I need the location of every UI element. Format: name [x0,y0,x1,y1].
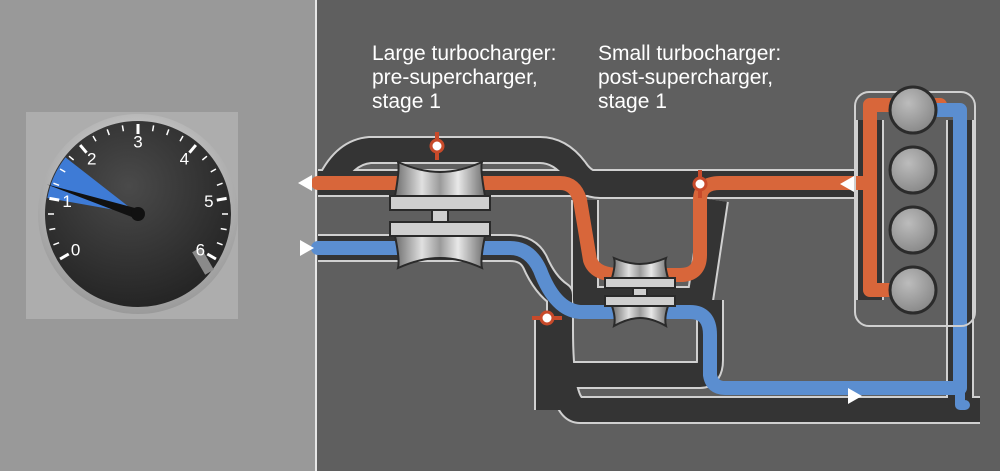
white-triangle-arrow-icon [840,176,854,192]
gauge-tick-mark [49,227,56,231]
large-compressor-housing [393,235,487,270]
gauge-tick-label: 6 [196,241,205,260]
gauge-boost-zone [47,157,138,214]
gauge-tick-mark [210,168,217,173]
flow-arrows [298,175,862,404]
gauge-tick-label: 1 [62,192,71,211]
gauge-zone [47,157,138,214]
white-triangle-arrow-icon [300,240,314,256]
gauge-tick-mark [53,182,60,186]
large-turbo-shaft [431,209,449,223]
intake-flow-line [311,103,970,410]
boost-gauge: 0 1 2 3 4 5 6 [26,112,238,319]
gauge-tick-mark [92,135,97,142]
large-turbocharger [389,160,491,270]
caption-line: stage 1 [598,90,667,113]
gauge-tick-mark [79,144,88,154]
gauge-tick-label: 2 [87,149,96,168]
gauge-tick-mark [49,196,60,202]
small-turbine-housing [610,256,670,279]
gauge-tick-label: 4 [180,149,189,168]
gauge-tick-label: 3 [133,133,142,152]
gauge-tick-labels: 0 1 2 3 4 5 6 [62,133,213,260]
panel-divider [315,0,317,471]
caption-line: Large turbocharger: [372,42,557,65]
caption-line: stage 1 [372,90,441,113]
gauge-tick-mark [216,196,227,202]
engine-cylinder-icon [888,205,938,255]
gauge-tick-label: 0 [71,241,80,260]
gauge-tick-mark [59,252,70,261]
large-turbine-housing [393,160,487,197]
caption-line: pre-supercharger, [372,66,538,89]
bypass-valve-icon [532,310,562,326]
white-triangle-arrow-icon [848,388,862,404]
bypass-valve-icon [692,170,708,198]
engine-cylinder-icon [888,85,938,135]
gauge-tick-mark [216,242,223,246]
engine-cylinder-icon [888,145,938,195]
gauge-tick-label: 5 [204,192,213,211]
gauge-tick-mark [106,129,110,136]
bypass-valves [429,132,708,326]
small-turbo-caption: Small turbocharger: post-supercharger, s… [598,42,781,114]
large-turbo-caption: Large turbocharger: pre-supercharger, st… [372,42,556,114]
small-turbo-shaft [632,287,648,297]
gauge-tick-mark [220,227,227,231]
caption-line: Small turbocharger: [598,42,782,65]
gauge-tick-mark [166,129,170,136]
gauge-tick-mark [68,155,75,161]
small-compressor-housing [610,305,670,329]
gauge-minor-ticks [48,124,228,261]
gauge-tick-mark [206,252,217,261]
gauge-tick-mark [59,168,66,173]
gauge-hub [131,207,145,221]
gauge-tick-mark [201,155,208,161]
gauge-tick-mark [53,242,60,246]
gauge-tick-mark [121,125,125,132]
gauge-tick-mark [188,144,197,154]
gauge-needle [46,184,140,219]
gauge-redline-marker [192,247,214,275]
engine-cylinder-icon [888,265,938,315]
gauge-tick-mark [216,182,223,186]
gauge-tick-mark [179,135,184,142]
bypass-valve-icon [429,132,445,160]
small-turbocharger [604,256,676,329]
engine-block [854,85,976,327]
gauge-tick-mark [151,125,155,132]
white-triangle-arrow-icon [298,175,312,191]
caption-line: post-supercharger, [598,66,774,89]
